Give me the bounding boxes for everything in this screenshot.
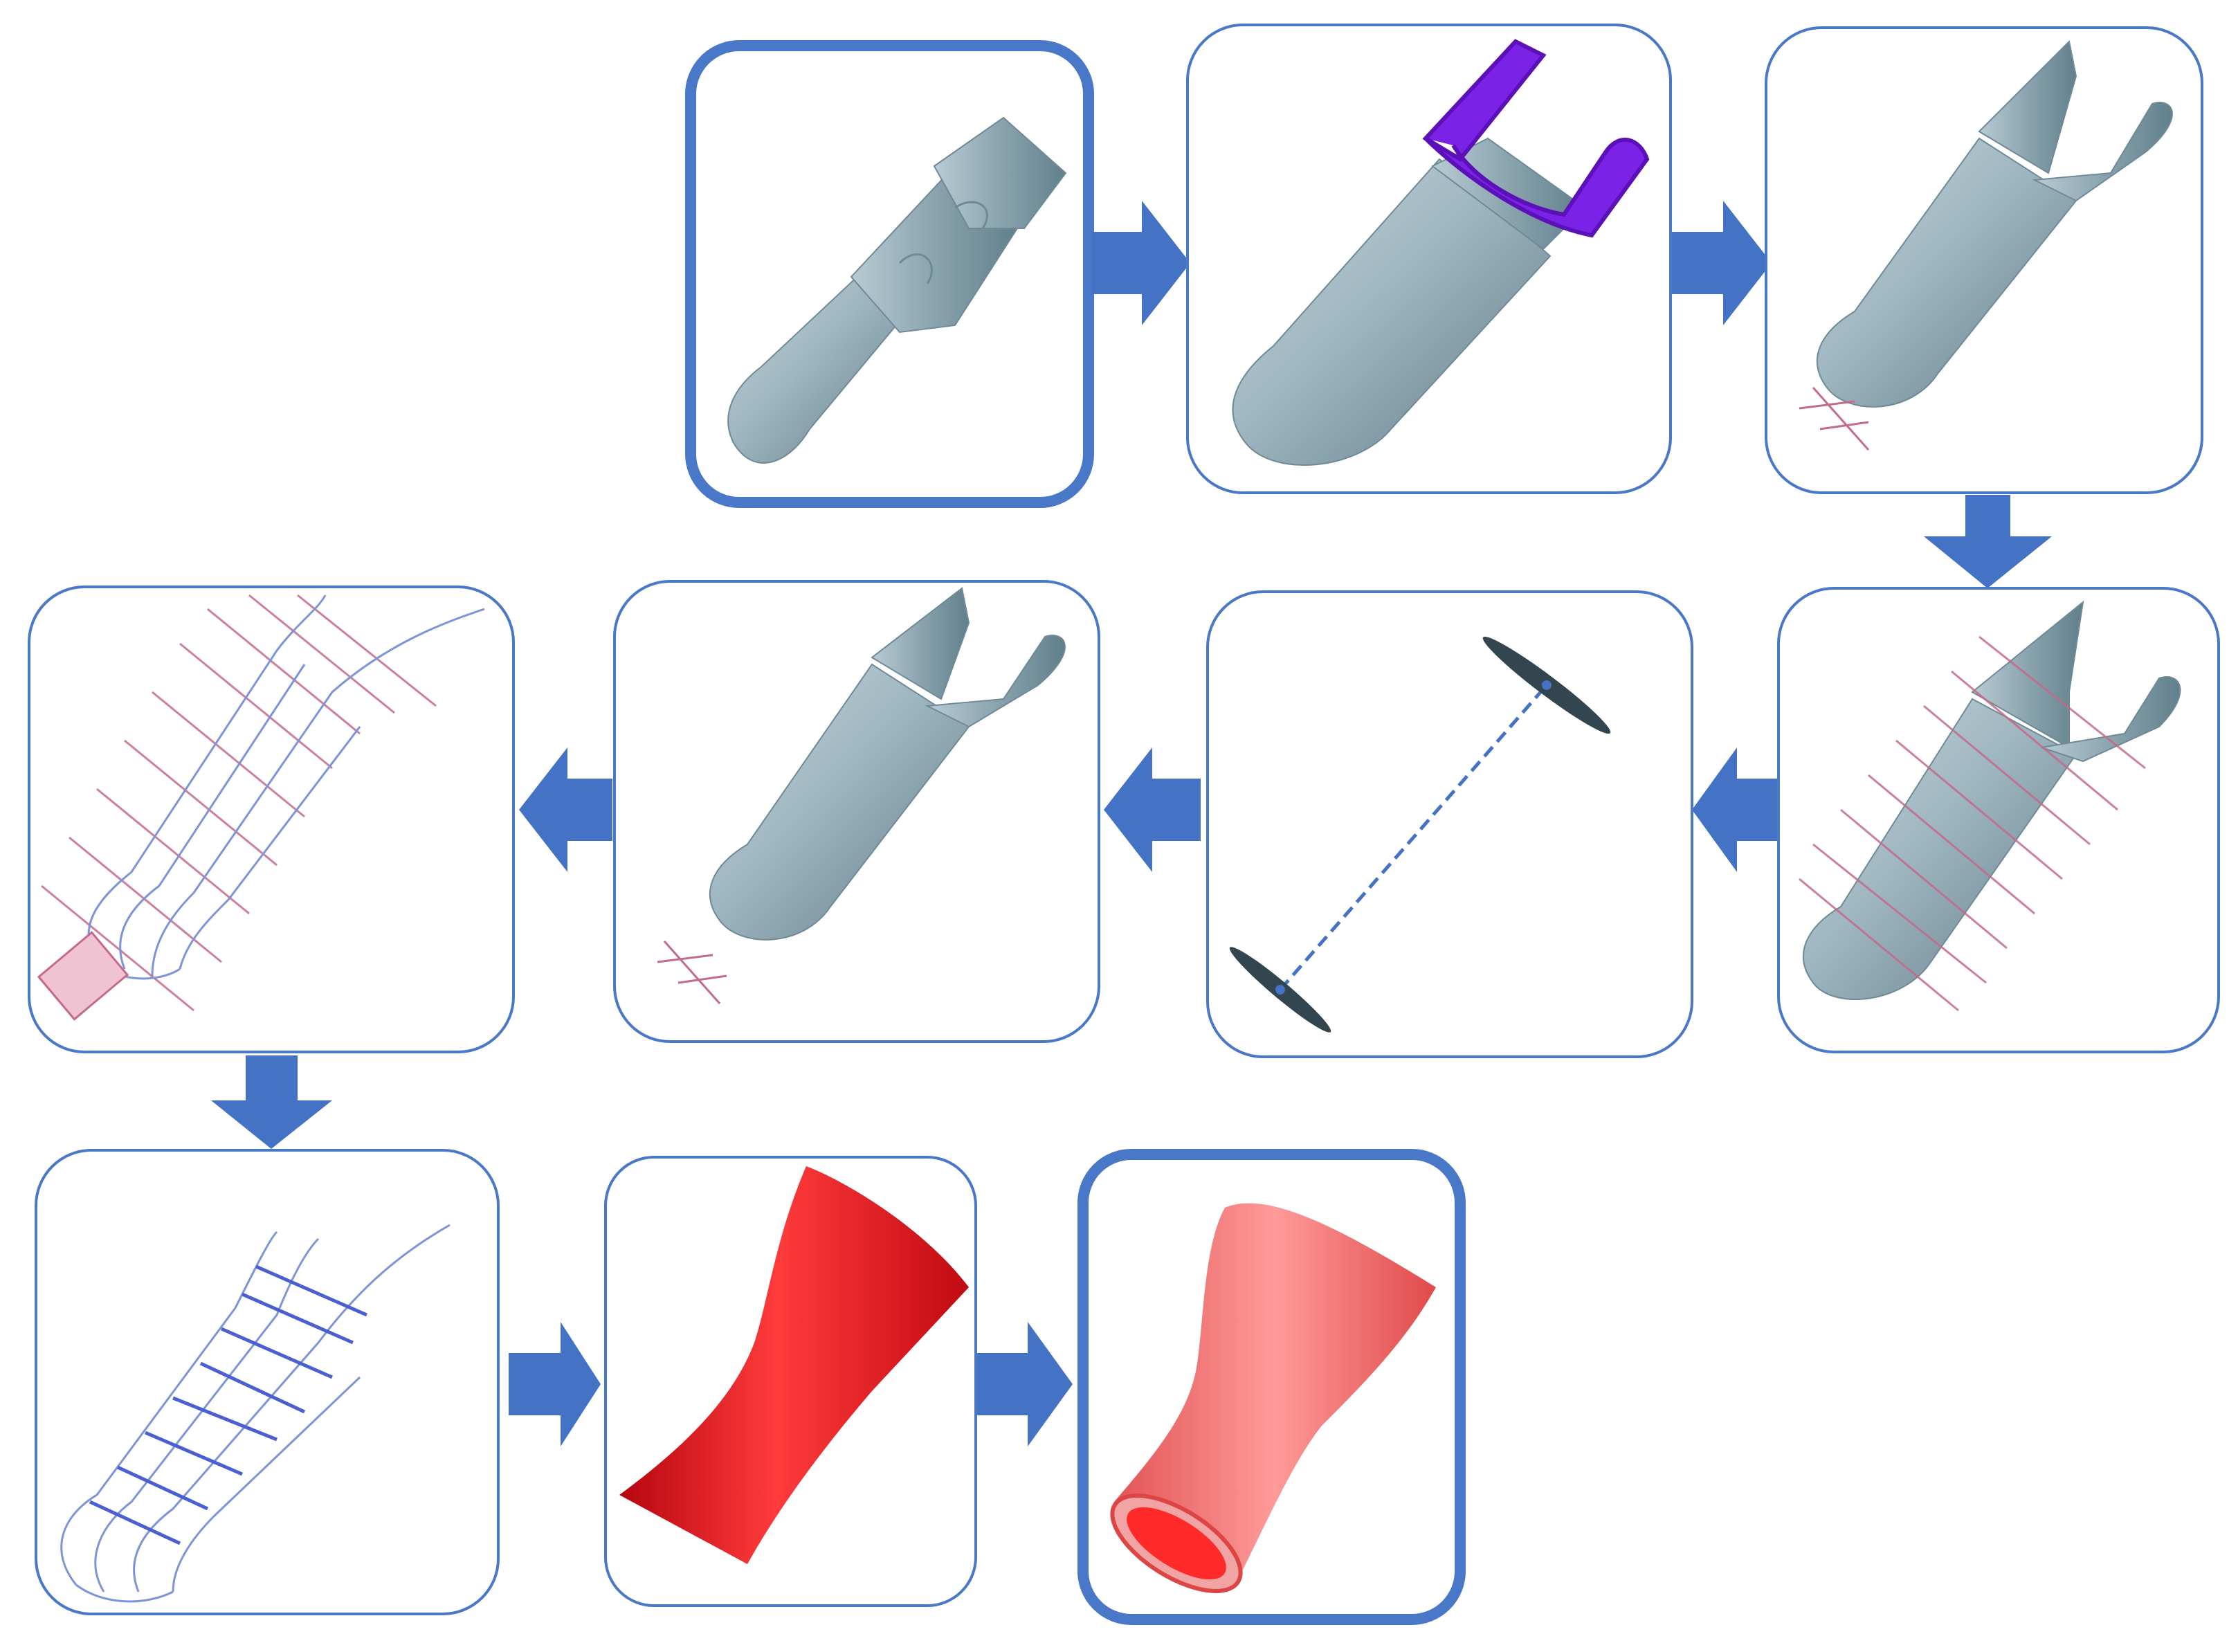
- flow-arrow-9-10: [977, 1322, 1073, 1446]
- flow-arrow-6-7: [519, 747, 612, 872]
- flow-arrow-8-9: [509, 1322, 601, 1446]
- socket-surface-icon: [619, 1166, 969, 1564]
- raw-limb-scan-icon: [727, 116, 1067, 464]
- flow-arrow-2-3: [1672, 201, 1772, 325]
- step-10-final-socket: [1077, 1149, 1466, 1625]
- wireframe-mesh-icon: [60, 1224, 451, 1603]
- flow-arrow-7-8: [211, 1055, 332, 1149]
- flow-arrow-5-6: [1104, 747, 1201, 872]
- flow-arrow-3-4: [1924, 495, 2052, 588]
- trimmed-limb-icon: [1799, 39, 2173, 451]
- step-8-panel: [35, 1149, 500, 1615]
- step-5-axis: [1206, 590, 1693, 1058]
- step-4-cross-sections: [1777, 587, 2220, 1053]
- flow-arrow-4-5: [1692, 747, 1777, 872]
- step-1-raw-scan: [685, 40, 1094, 508]
- step-8-wireframe: [35, 1149, 500, 1615]
- cross-section-planes-icon: [1799, 600, 2181, 1012]
- step-9-surface: [604, 1156, 977, 1607]
- step-7-section-curves: [28, 586, 515, 1053]
- trim-boundary-icon: [1232, 39, 1650, 466]
- step-6-aligned: [613, 580, 1100, 1043]
- flow-arrow-1-2: [1091, 201, 1190, 325]
- limb-axis-icon: [1229, 636, 1611, 1033]
- final-socket-icon: [1110, 1203, 1436, 1593]
- step-3-trimmed: [1765, 26, 2203, 494]
- aligned-limb-icon: [657, 587, 1066, 1004]
- section-curves-icon: [37, 594, 485, 1021]
- step-2-trim: [1186, 24, 1672, 494]
- step-7-panel: [28, 586, 515, 1053]
